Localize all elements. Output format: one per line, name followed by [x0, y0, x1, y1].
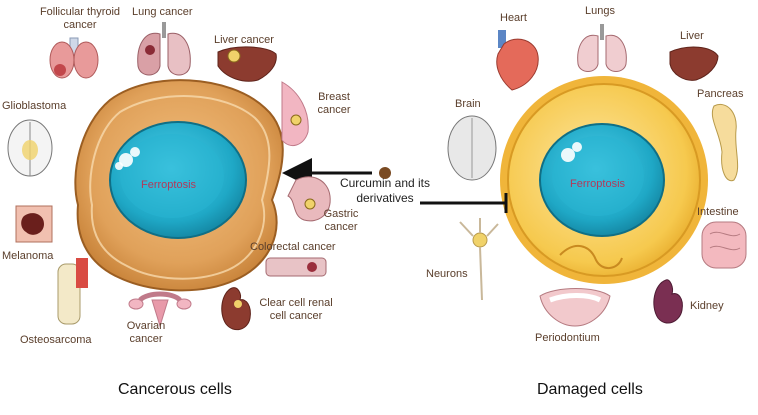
curcumin-dot [379, 167, 391, 179]
label-gastric-cancer: Gastric cancer [323, 208, 359, 233]
label-kidney: Kidney [690, 300, 724, 312]
melanoma-icon [15, 205, 53, 243]
label-follicular-thyroid-cancer: Follicular thyroid cancer [39, 6, 121, 31]
kidney-cancer-icon [221, 287, 251, 331]
ovary-icon [128, 291, 192, 328]
label-breast-cancer: Breast cancer [317, 91, 351, 116]
label-ovarian-cancer: Ovarian cancer [126, 320, 166, 345]
liver-cancer-icon [217, 46, 277, 82]
curcumin-label: Curcumin and its derivatives [339, 176, 431, 205]
label-lung-cancer: Lung cancer [132, 6, 193, 18]
inhibit-arrow [420, 193, 508, 213]
intestine-icon [701, 221, 747, 269]
label-pancreas: Pancreas [697, 88, 744, 100]
caption-damaged-cells: Damaged cells [537, 381, 643, 398]
colon-icon [265, 257, 327, 277]
label-colorectal-cancer: Colorectal cancer [250, 241, 336, 253]
thyroid-icon [49, 37, 99, 79]
heart-icon [496, 30, 539, 91]
label-clear-cell-renal-cancer: Clear cell renal cell cancer [259, 297, 333, 322]
brain-icon [447, 115, 497, 181]
damaged-cell-ferroptosis-label: Ferroptosis [570, 178, 626, 190]
damaged-cell [500, 76, 708, 284]
label-liver-cancer: Liver cancer [214, 34, 274, 46]
label-liver: Liver [680, 30, 704, 42]
bone-icon [57, 258, 88, 325]
label-brain: Brain [455, 98, 481, 110]
label-glioblastoma: Glioblastoma [2, 100, 67, 112]
teeth-icon [539, 288, 611, 327]
lungs-icon [577, 24, 627, 72]
label-neurons: Neurons [426, 268, 468, 280]
breast-cancer-icon [281, 81, 309, 147]
label-osteosarcoma: Osteosarcoma [20, 334, 92, 346]
liver-icon [669, 46, 719, 81]
caption-cancerous-cells: Cancerous cells [118, 381, 232, 398]
cancer-cell-ferroptosis-label: Ferroptosis [141, 179, 197, 191]
label-heart: Heart [500, 12, 527, 24]
label-lungs: Lungs [585, 5, 615, 17]
neuron-icon [459, 218, 499, 301]
label-intestine: Intestine [697, 206, 739, 218]
kidney-icon [653, 279, 683, 324]
stomach-icon [287, 176, 331, 222]
brain-glio-icon [7, 119, 53, 177]
lung-cancer-icon [137, 22, 191, 76]
cancer-cell [74, 79, 284, 292]
label-melanoma: Melanoma [2, 250, 54, 262]
label-periodontium: Periodontium [535, 332, 600, 344]
pancreas-icon [711, 104, 739, 182]
